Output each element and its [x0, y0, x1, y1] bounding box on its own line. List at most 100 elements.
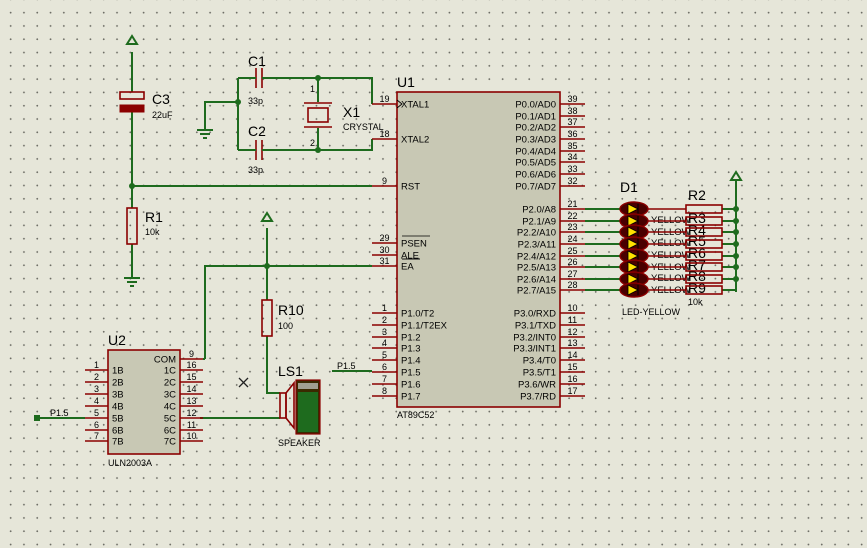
c3-ref: C3 [152, 91, 170, 107]
u1-pin-number: 9 [382, 176, 387, 186]
u1-pin-number: 6 [382, 362, 387, 372]
capacitor-c3[interactable]: C3 22uF [119, 91, 173, 120]
u2-pin-number: 1 [94, 360, 99, 370]
u1-pin-number: 24 [567, 234, 577, 244]
u1-pin-number: 32 [567, 176, 577, 186]
u1-pin-number: 26 [567, 257, 577, 267]
u1-type: AT89C52 [397, 410, 434, 420]
u1-pin-number: 35 [567, 141, 577, 151]
chip-u1[interactable]: U1 AT89C52 19XTAL118XTAL29RST29PSEN30ALE… [372, 74, 585, 420]
u2-pin-label: 4C [164, 402, 176, 413]
u2-pin-label: 4B [112, 402, 124, 413]
u1-pin-number: 8 [382, 386, 387, 396]
u2-pin-7: 7 7B [85, 431, 124, 448]
u1-pin-3: 3P1.2 [372, 327, 421, 344]
u2-pin-label: COM [154, 355, 176, 366]
resistor-r10[interactable]: R10 100 [261, 299, 304, 337]
u1-pin-number: 18 [379, 129, 389, 139]
resistor-ref: R8 [688, 268, 706, 284]
u1-pin-label: P2.1/A9 [522, 217, 556, 228]
u1-pin-label: P2.7/A15 [517, 286, 556, 297]
u1-pin-number: 28 [567, 280, 577, 290]
u1-ref: U1 [397, 74, 415, 90]
u1-pin-label: P0.7/AD7 [515, 182, 556, 193]
u1-pin-label: P3.7/RD [520, 392, 556, 403]
u1-pin-number: 39 [567, 94, 577, 104]
u1-pin-number: 10 [567, 303, 577, 313]
speaker-ls1[interactable]: LS1 SPEAKER [278, 363, 321, 448]
x1-pin2: 2 [310, 138, 315, 148]
u1-pin-number: 29 [379, 233, 389, 243]
crystal-x1[interactable]: 1 2 X1 CRYSTAL [304, 84, 384, 148]
u1-pin-number: 13 [567, 338, 577, 348]
resistor-ref: R5 [688, 233, 706, 249]
u1-pin-label: P1.2 [401, 333, 421, 344]
c3-value: 22uF [152, 110, 173, 120]
wires [38, 52, 737, 419]
u2-pin-number: 7 [94, 431, 99, 441]
capacitor-c2[interactable]: C2 33p [248, 123, 268, 175]
u2-pin-label: 7B [112, 437, 124, 448]
u1-pin-label: P3.4/T0 [523, 356, 556, 367]
u1-pin-number: 23 [567, 222, 577, 232]
u1-pin-label: XTAL2 [401, 135, 429, 146]
u1-pin-number: 31 [379, 256, 389, 266]
u1-pin-number: 3 [382, 327, 387, 337]
no-connect-mark [238, 377, 249, 388]
led-row[interactable] [585, 282, 723, 298]
u2-pin-label: 1C [164, 366, 176, 377]
net-label-p15-u1: P1.5 [337, 361, 356, 371]
led-array[interactable]: D2YELLOWR3D3YELLOWR4D4YELLOWR5D5YELLOWR6… [585, 201, 723, 298]
u2-type: ULN2003A [108, 458, 152, 468]
u2-pin-number: 14 [186, 384, 196, 394]
u1-pin-label: XTAL1 [401, 100, 429, 111]
u1-pin-label: P3.2/INT0 [513, 333, 556, 344]
x1-pin1: 1 [310, 84, 315, 94]
u1-pin-number: 5 [382, 350, 387, 360]
r2-value: 10k [688, 297, 703, 307]
ls1-value: SPEAKER [278, 438, 321, 448]
u1-pin-label: P2.5/A13 [517, 263, 556, 274]
r1-ref: R1 [145, 209, 163, 225]
resistor-ref: R7 [688, 257, 706, 273]
u1-pin-number: 22 [567, 211, 577, 221]
u1-pin-number: 38 [567, 106, 577, 116]
u1-pin-8: 8P1.7 [372, 386, 421, 403]
u1-pin-number: 34 [567, 152, 577, 162]
u1-pin-label: P0.0/AD0 [515, 100, 556, 111]
u1-pin-label: P0.4/AD4 [515, 147, 556, 158]
u1-pin-number: 37 [567, 117, 577, 127]
u1-pin-label: PSEN [401, 239, 427, 250]
u1-pin-label: P3.0/RXD [514, 309, 556, 320]
u1-pin-label: P3.6/WR [518, 380, 556, 391]
u1-pin-label: P1.4 [401, 356, 421, 367]
resistor-r1[interactable]: R1 10k [126, 207, 163, 245]
u1-pin-number: 33 [567, 164, 577, 174]
power-arrow-icon [125, 34, 743, 222]
x1-ref: X1 [343, 104, 360, 120]
u1-pin-label: P3.3/INT1 [513, 344, 556, 355]
u2-pin-number: 11 [187, 420, 196, 430]
u1-pin-number: 12 [567, 327, 577, 337]
capacitor-c1[interactable]: C1 33p [248, 53, 268, 106]
u2-pin-number: 9 [189, 349, 194, 359]
